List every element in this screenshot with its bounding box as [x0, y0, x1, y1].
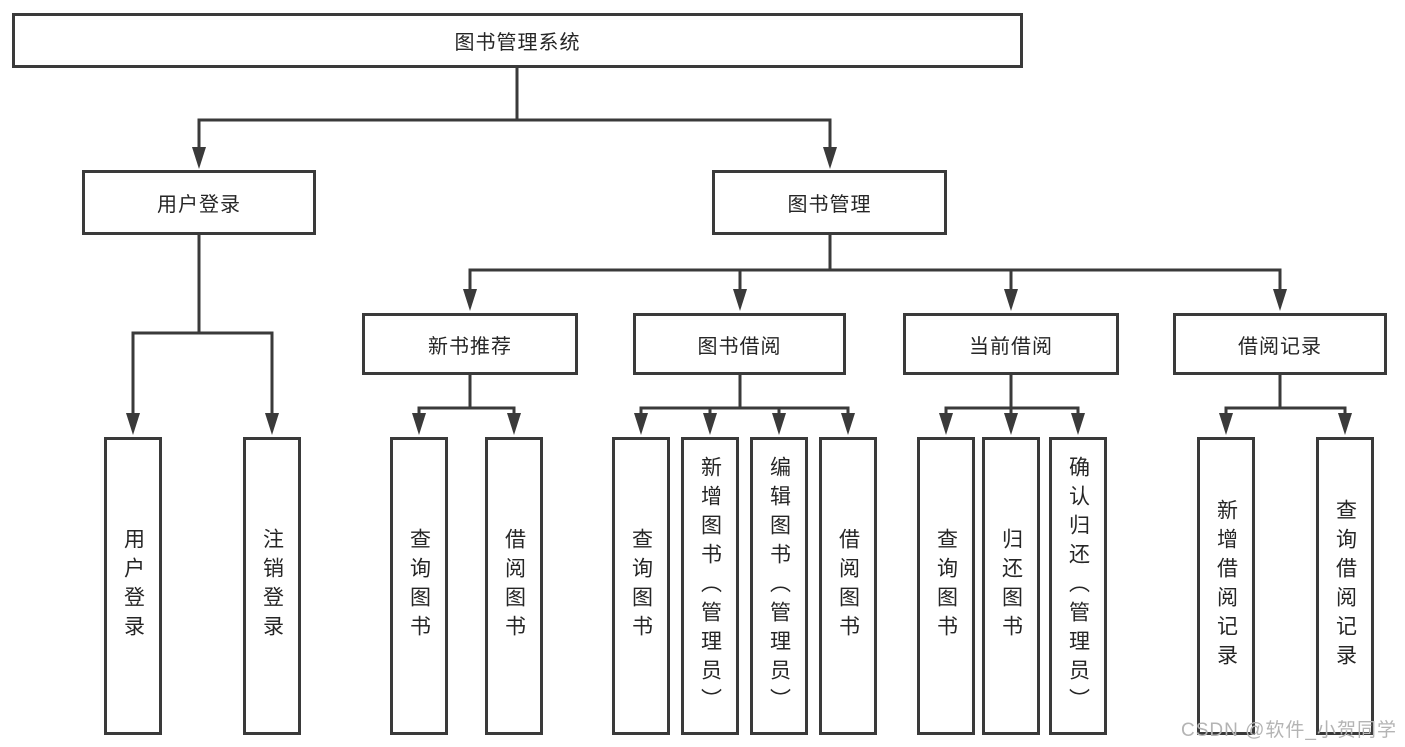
leaf-query-books-current: 查询图书: [917, 437, 975, 735]
leaf-query-books-recommend-label: 查询图书: [407, 528, 431, 644]
leaf-user-login: 用户登录: [104, 437, 162, 735]
leaf-add-borrow-record-label: 新增借阅记录: [1214, 499, 1238, 673]
leaf-confirm-return-admin: 确认归还（管理员）: [1049, 437, 1107, 735]
connector-new-book: [417, 375, 516, 416]
leaf-logout: 注销登录: [243, 437, 301, 735]
connector-user-login: [131, 235, 274, 416]
leaf-return-books: 归还图书: [982, 437, 1040, 735]
node-root-label: 图书管理系统: [454, 32, 581, 54]
arrowhead-icon: [1338, 413, 1352, 435]
arrowhead-icon: [265, 413, 279, 435]
node-root: 图书管理系统: [12, 13, 1023, 68]
leaf-add-borrow-record: 新增借阅记录: [1197, 437, 1255, 735]
arrowheads: [126, 147, 1352, 435]
connector-lines: [131, 66, 1347, 416]
arrowhead-icon: [507, 413, 521, 435]
leaf-query-borrow-record-label: 查询借阅记录: [1333, 499, 1357, 673]
arrowhead-icon: [1273, 289, 1287, 311]
arrowhead-icon: [1004, 289, 1018, 311]
leaf-borrow-books: 借阅图书: [819, 437, 877, 735]
arrowhead-icon: [772, 413, 786, 435]
leaf-confirm-return-admin-label: 确认归还（管理员）: [1066, 455, 1090, 717]
arrowhead-icon: [823, 147, 837, 169]
leaf-return-books-label: 归还图书: [999, 528, 1023, 644]
leaf-borrow-books-recommend: 借阅图书: [485, 437, 543, 735]
leaf-query-books-current-label: 查询图书: [934, 528, 958, 644]
node-borrow-records: 借阅记录: [1173, 313, 1387, 375]
leaf-edit-books-admin-label: 编辑图书（管理员）: [767, 455, 791, 717]
leaf-borrow-books-recommend-label: 借阅图书: [502, 528, 526, 644]
node-new-book-recommend-label: 新书推荐: [428, 335, 512, 358]
leaf-edit-books-admin: 编辑图书（管理员）: [750, 437, 808, 735]
arrowhead-icon: [1219, 413, 1233, 435]
node-user-login-label: 用户登录: [157, 194, 241, 216]
arrowhead-icon: [841, 413, 855, 435]
leaf-query-books-borrow: 查询图书: [612, 437, 670, 735]
node-book-management-label: 图书管理: [787, 194, 872, 216]
csdn-watermark: CSDN @软件_小贺同学: [1181, 720, 1397, 741]
arrowhead-icon: [192, 147, 206, 169]
node-book-borrow-label: 图书借阅: [697, 335, 782, 358]
leaf-query-books-borrow-label: 查询图书: [629, 528, 653, 644]
leaf-add-books-admin: 新增图书（管理员）: [681, 437, 739, 735]
leaf-borrow-books-label: 借阅图书: [836, 528, 860, 644]
arrowhead-icon: [463, 289, 477, 311]
connector-book-management: [468, 235, 1282, 292]
node-book-management: 图书管理: [712, 170, 947, 235]
leaf-query-borrow-record: 查询借阅记录: [1316, 437, 1374, 735]
node-new-book-recommend: 新书推荐: [362, 313, 578, 375]
connector-book-borrow: [639, 375, 850, 416]
node-borrow-records-label: 借阅记录: [1238, 335, 1322, 358]
connector-root: [197, 66, 832, 150]
leaf-logout-label: 注销登录: [260, 528, 284, 644]
arrowhead-icon: [1071, 413, 1085, 435]
leaf-user-login-label: 用户登录: [121, 528, 145, 644]
leaf-query-books-recommend: 查询图书: [390, 437, 448, 735]
arrowhead-icon: [126, 413, 140, 435]
arrowhead-icon: [412, 413, 426, 435]
arrowhead-icon: [703, 413, 717, 435]
arrowhead-icon: [733, 289, 747, 311]
node-current-borrow: 当前借阅: [903, 313, 1119, 375]
connector-current-borrow: [944, 375, 1080, 416]
node-book-borrow: 图书借阅: [633, 313, 846, 375]
leaf-add-books-admin-label: 新增图书（管理员）: [698, 455, 722, 717]
arrowhead-icon: [939, 413, 953, 435]
arrowhead-icon: [634, 413, 648, 435]
node-current-borrow-label: 当前借阅: [969, 335, 1053, 358]
node-user-login: 用户登录: [82, 170, 316, 235]
connector-borrow-records: [1224, 375, 1347, 416]
arrowhead-icon: [1004, 413, 1018, 435]
